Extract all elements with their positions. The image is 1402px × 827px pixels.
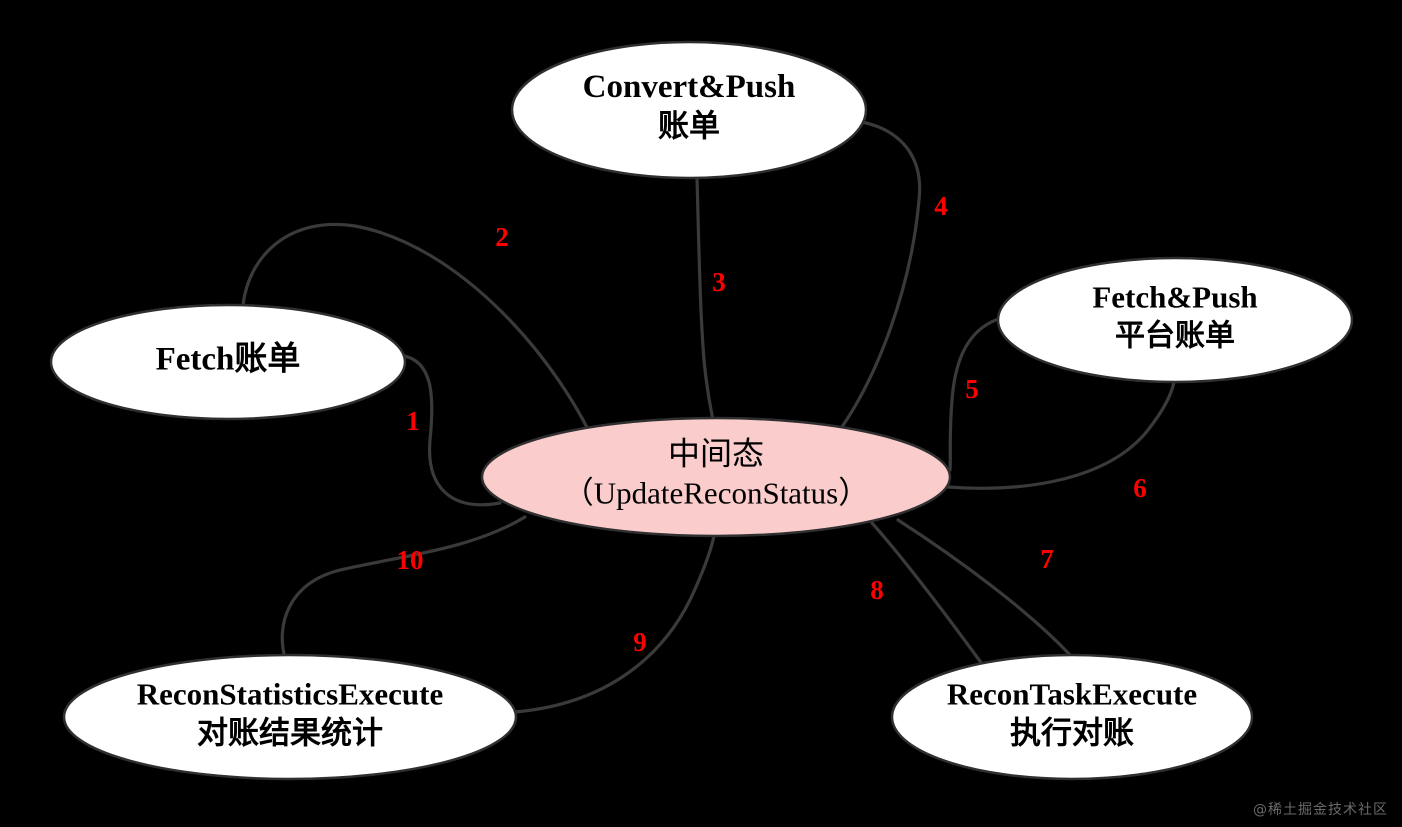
node-shape-fetch-push-platform (996, 256, 1354, 384)
edge-label-2: 2 (495, 222, 509, 252)
edge-9 (495, 534, 716, 715)
node-fetch-bill[interactable]: Fetch账单 (49, 303, 407, 421)
node-update-recon-status[interactable]: 中间态 （UpdateReconStatus） (480, 416, 952, 538)
node-fetch-push-platform[interactable]: Fetch&Push 平台账单 (996, 256, 1354, 384)
edges-layer (241, 120, 1176, 715)
node-label-recon-statistics-execute-line-1: ReconStatisticsExecute (137, 677, 444, 712)
edge-6 (946, 380, 1176, 490)
node-label-recon-task-execute-line-2: 执行对账 (1010, 715, 1134, 750)
node-label-fetch-push-platform-line-1: Fetch&Push (1092, 280, 1257, 315)
node-label-fetch-push-platform-line-2: 平台账单 (1115, 319, 1235, 353)
edge-10 (280, 515, 527, 660)
node-label-recon-task-execute-line-1: ReconTaskExecute (947, 677, 1197, 712)
node-shape-update-recon-status (480, 416, 952, 538)
edge-labels-layer: 1 2 3 4 5 6 7 8 9 10 (397, 191, 1147, 657)
node-shape-recon-task-execute (890, 653, 1254, 781)
node-label-fetch-bill-line-1: Fetch账单 (156, 341, 301, 378)
edge-5 (948, 315, 1007, 472)
edge-label-1: 1 (406, 406, 420, 436)
edge-1 (402, 354, 502, 507)
edge-label-6: 6 (1133, 473, 1147, 503)
node-label-update-recon-status-line-2: （UpdateReconStatus） (563, 475, 870, 510)
edge-2 (241, 222, 602, 457)
edge-label-5: 5 (965, 374, 979, 404)
edge-label-4: 4 (934, 191, 948, 221)
edge-label-3: 3 (712, 267, 726, 297)
edge-label-10: 10 (397, 545, 424, 575)
watermark: @稀土掘金技术社区 (1253, 802, 1388, 818)
edge-4 (828, 120, 922, 445)
edge-label-7: 7 (1040, 544, 1054, 574)
edge-label-8: 8 (870, 575, 884, 605)
edge-3 (695, 176, 715, 422)
node-label-update-recon-status-line-1: 中间态 (668, 435, 764, 471)
node-shape-recon-statistics-execute (62, 653, 518, 781)
node-shape-convert-push (510, 40, 868, 180)
node-shape-fetch-bill (49, 303, 407, 421)
node-label-convert-push-line-1: Convert&Push (583, 69, 796, 105)
edge-label-9: 9 (633, 627, 647, 657)
edge-7 (896, 518, 1072, 657)
node-label-convert-push-line-2: 账单 (658, 108, 720, 143)
edge-8 (870, 521, 987, 670)
node-label-recon-statistics-execute-line-2: 对账结果统计 (197, 715, 383, 750)
